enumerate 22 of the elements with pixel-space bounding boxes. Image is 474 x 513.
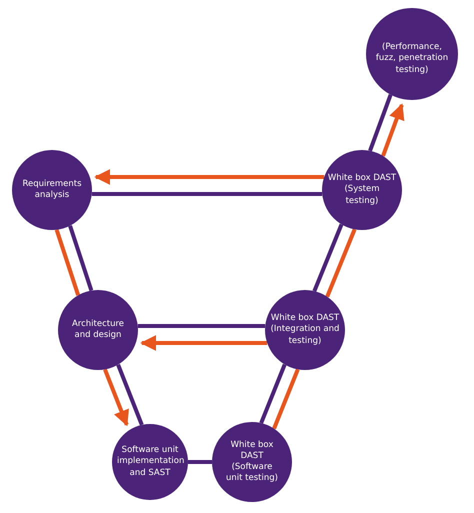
stage-label: Architecture and design <box>70 318 126 342</box>
arrow <box>103 368 129 426</box>
stage-label: Software unit implementation and SAST <box>117 445 183 479</box>
connector-line <box>259 364 287 424</box>
stage-label: Requirements analysis <box>21 178 83 202</box>
connector-line <box>325 228 356 298</box>
connector-line <box>272 368 300 430</box>
connector-line <box>138 324 266 328</box>
connector-line <box>54 229 80 296</box>
stage-label: White box DAST (Integration and testing) <box>270 313 340 347</box>
connector-line <box>116 364 144 426</box>
connector-line <box>68 225 94 292</box>
arrow <box>94 169 324 185</box>
stage-label: White box DAST (System testing) <box>327 173 397 207</box>
stage-label: White box DAST (Software unit testing) <box>225 440 279 484</box>
arrow <box>381 103 404 157</box>
connector-line <box>312 224 344 292</box>
arrow <box>140 335 268 351</box>
connector-line <box>368 94 392 152</box>
connector-line <box>188 460 212 464</box>
stage-label: (Performance, fuzz, penetration testing) <box>375 42 449 76</box>
connector-line <box>92 192 322 196</box>
